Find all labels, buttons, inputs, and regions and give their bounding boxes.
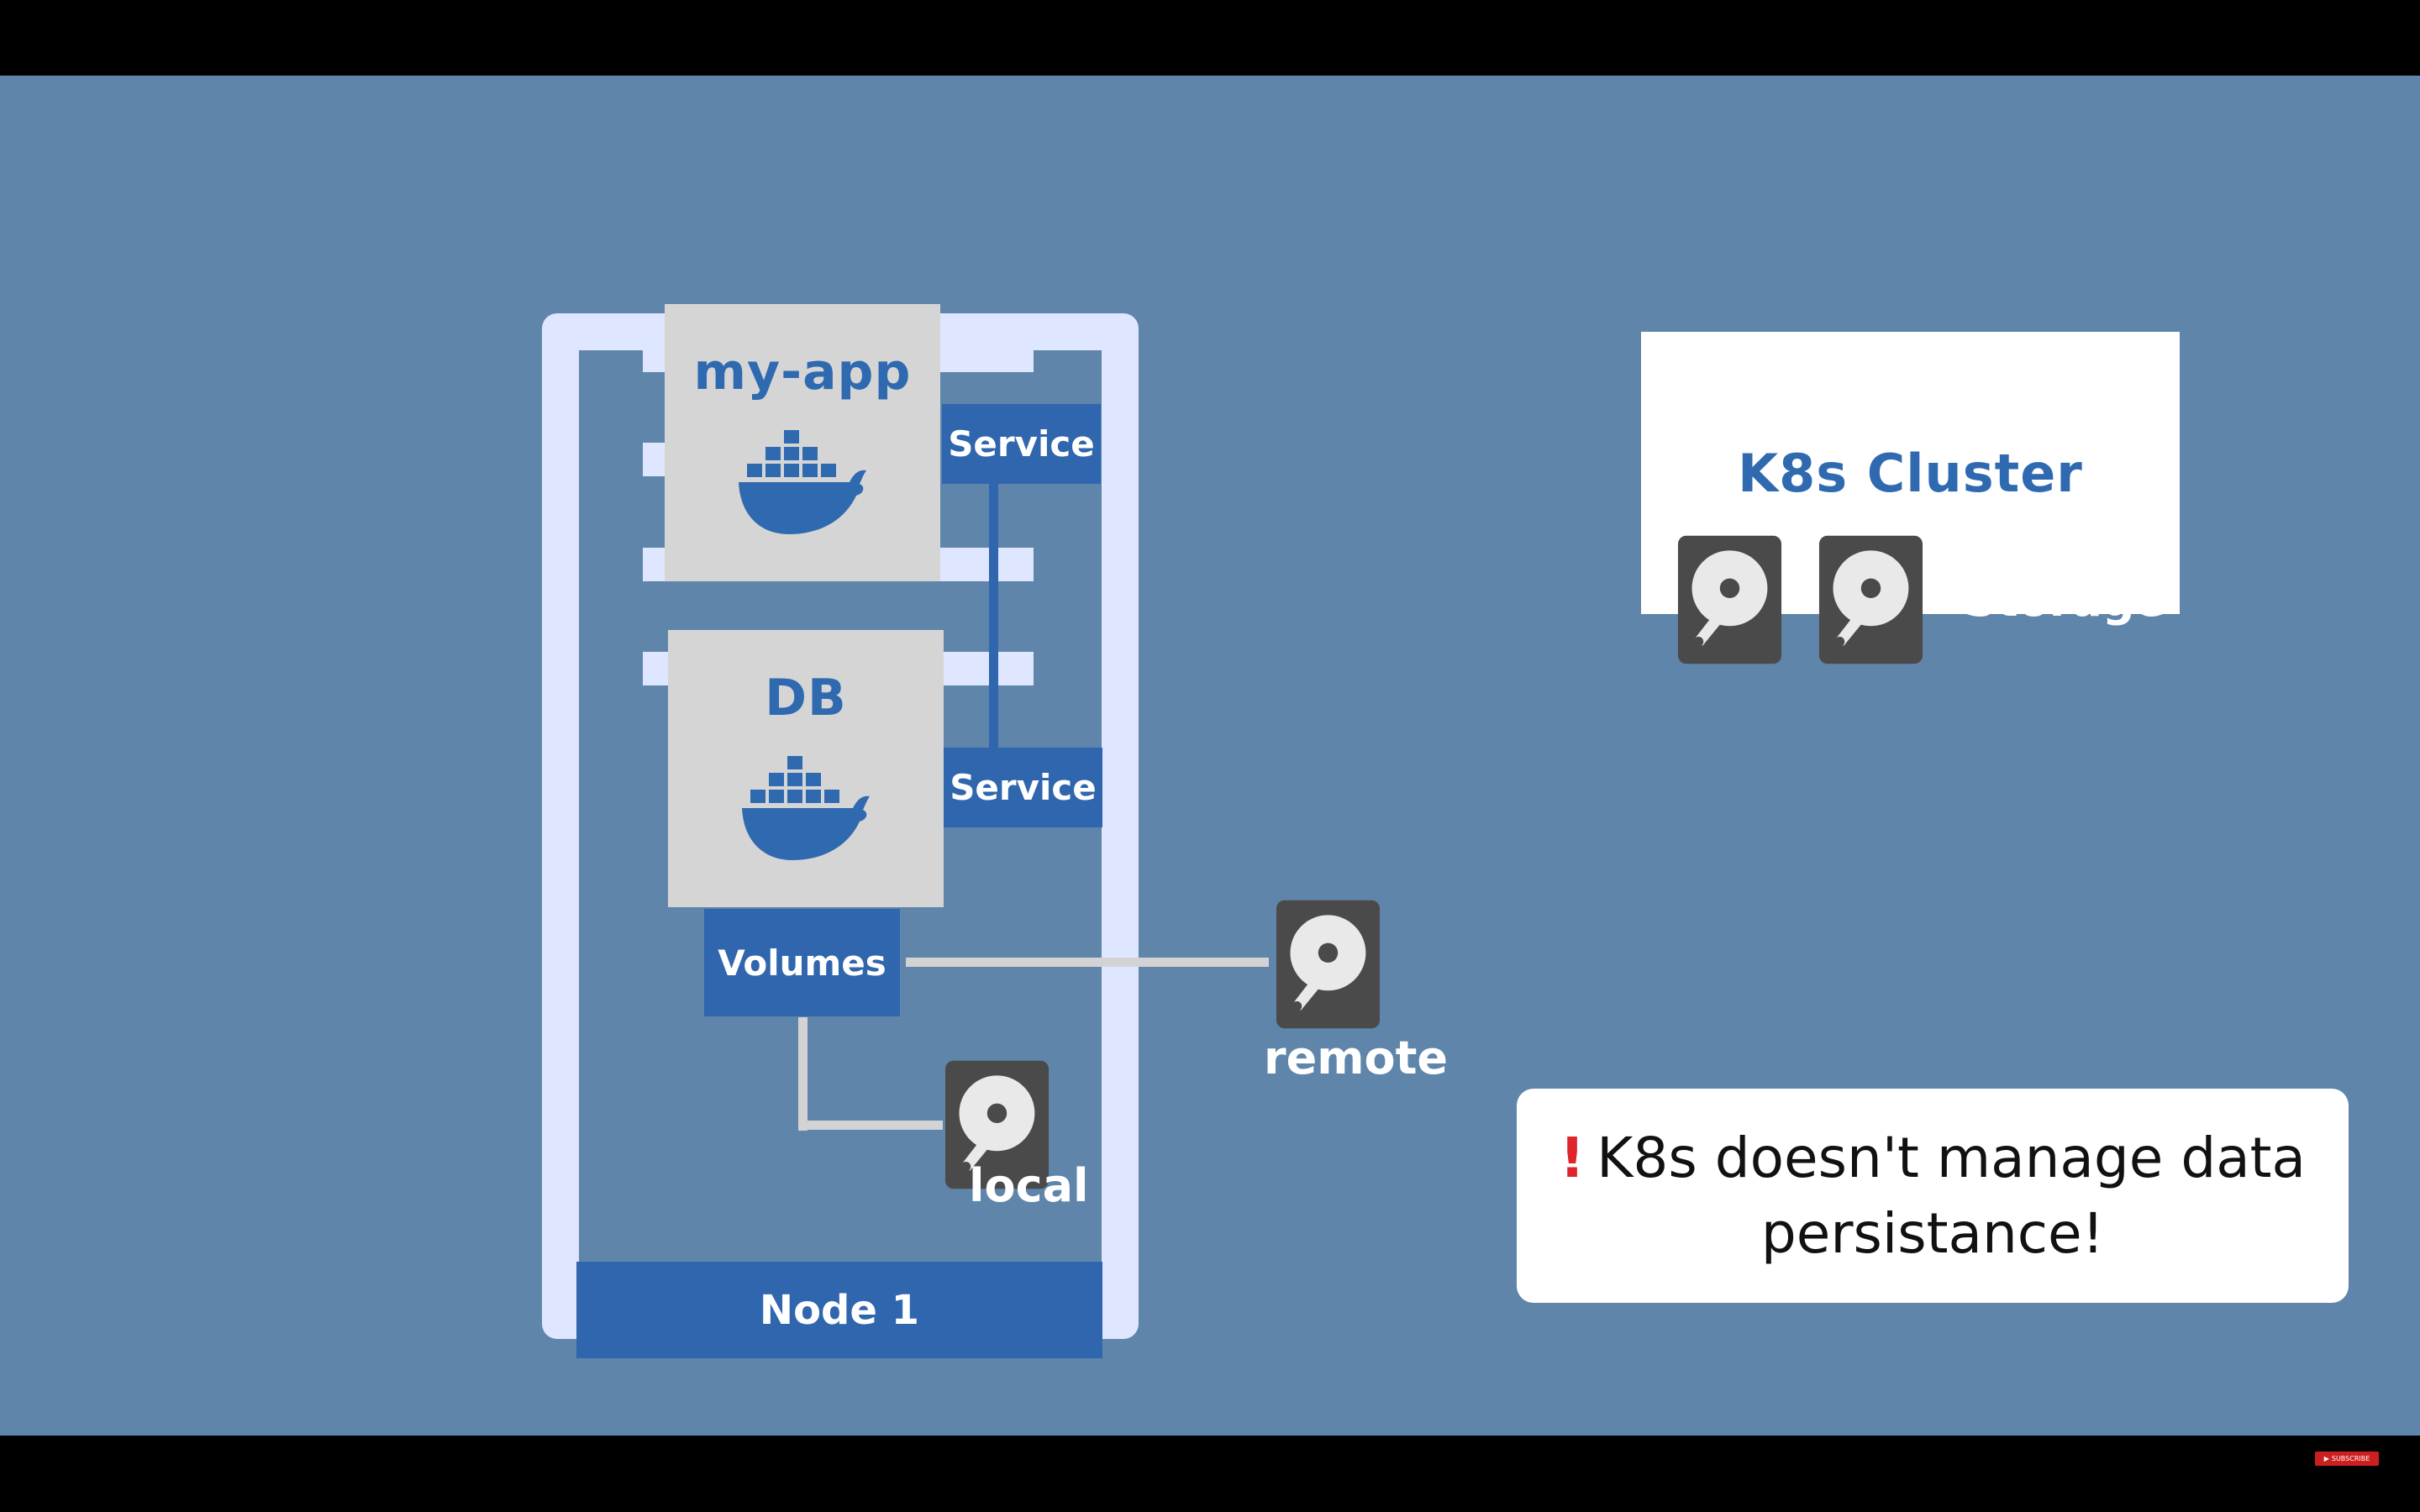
pod-my-app: my-app [665,304,940,581]
pod-label: my-app [693,343,912,402]
volumes-box: Volumes [704,909,900,1016]
diagram-canvas: my-app DB Service Service Volumes local … [0,76,2420,1436]
subscribe-badge[interactable]: ▶ SUBSCRIBE [2315,1452,2379,1466]
callout-line-1: K8s doesn't manage data [1597,1126,2306,1191]
node-label: Node 1 [759,1286,920,1334]
pod-label: DB [765,669,847,727]
local-connection-line [798,1017,808,1131]
pod-db: DB [668,630,944,907]
local-disk-label: local [969,1159,1089,1212]
node-stripe [937,548,1034,581]
storage-disk-icon [1818,533,1924,666]
node-label-box: Node 1 [576,1262,1102,1358]
node-stripe [937,339,1034,372]
volumes-label: Volumes [718,942,886,984]
play-icon: ▶ [2323,1455,2329,1462]
local-connection-line [798,1121,943,1130]
node-frame [542,313,1139,1339]
callout-line-2: persistance! [1760,1200,2105,1266]
storage-label: Storage [1964,574,2166,627]
service-label: Service [950,767,1097,808]
cluster-label: K8s Cluster [1738,442,2083,504]
exclamation-icon: ! [1560,1126,1586,1191]
docker-whale-icon [735,428,870,538]
subscribe-label: SUBSCRIBE [2331,1455,2370,1462]
service-label: Service [948,423,1095,465]
node-stripe [937,652,1034,685]
docker-whale-icon [739,754,873,864]
remote-disk-icon [1275,898,1381,1031]
remote-connection-line [906,958,1269,967]
storage-disk-icon [1676,533,1783,666]
app-service-box: Service [942,404,1101,484]
remote-disk-label: remote [1264,1032,1449,1084]
db-service-box: Service [944,748,1102,827]
service-connector-line [989,466,998,827]
warning-callout: !K8s doesn't manage data persistance! [1517,1089,2349,1303]
